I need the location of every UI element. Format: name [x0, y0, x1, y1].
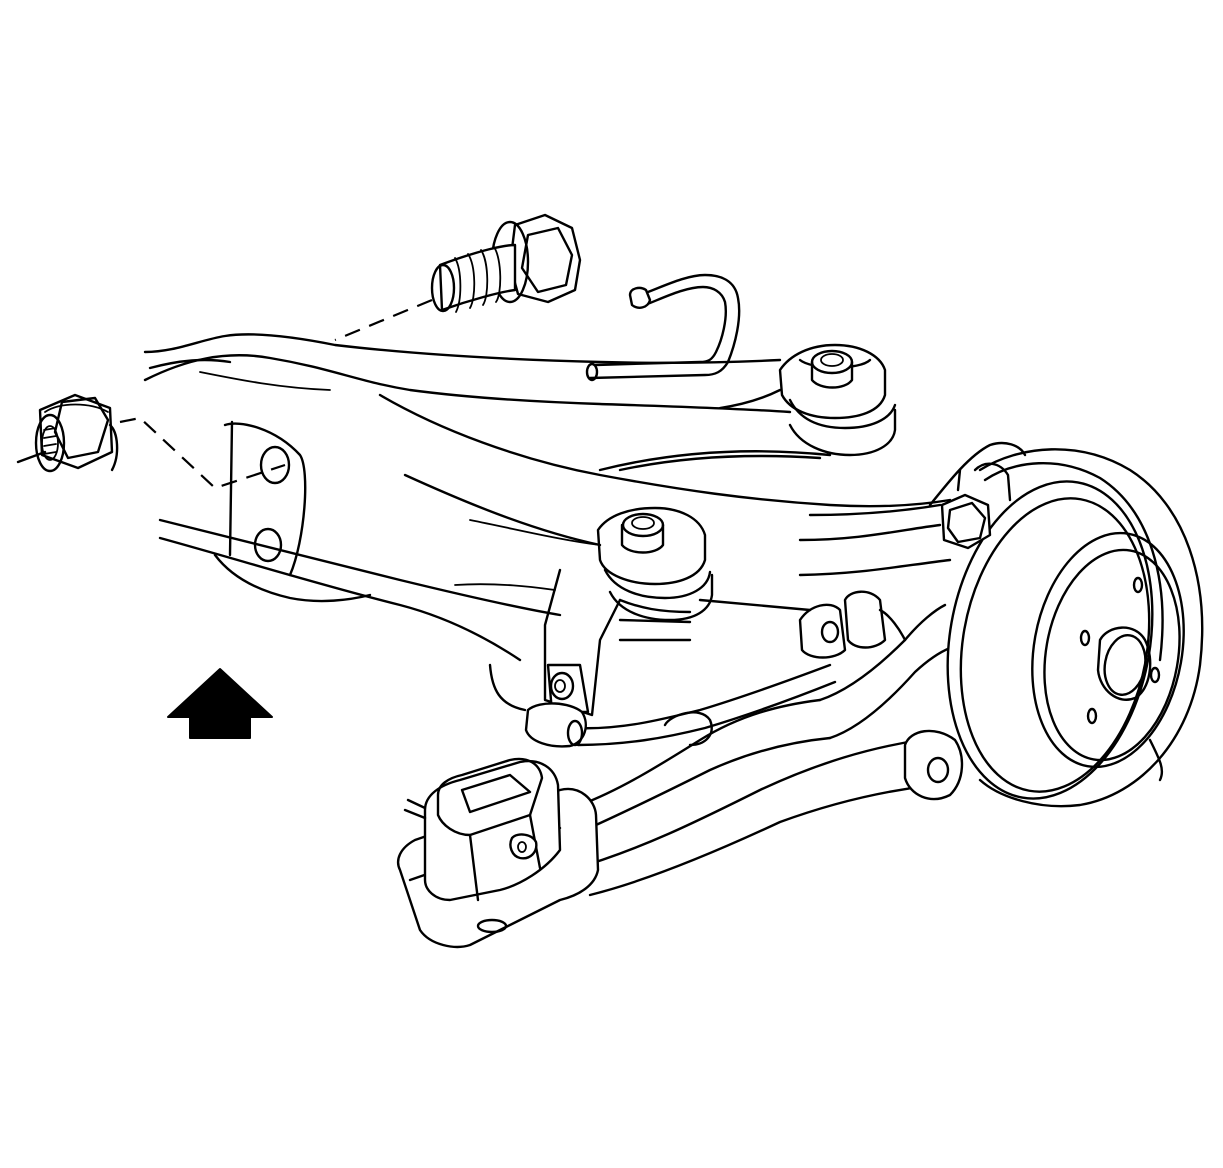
brake-line [585, 273, 741, 382]
trailing-arm [568, 590, 964, 897]
lower-bushing-mount [543, 506, 714, 717]
frame-crossmember [143, 333, 1027, 662]
forward-direction-arrow-icon [167, 668, 273, 739]
stabilizer-bar [488, 598, 837, 747]
flange-nut [16, 393, 286, 490]
upper-bushing-mount [718, 343, 897, 457]
body-mount-bracket [396, 757, 600, 949]
spindle-bolt [940, 462, 1012, 550]
hex-bolt [334, 213, 582, 342]
stabilizer-link-bracket [524, 663, 590, 748]
brake-drum-hub [946, 448, 1204, 808]
